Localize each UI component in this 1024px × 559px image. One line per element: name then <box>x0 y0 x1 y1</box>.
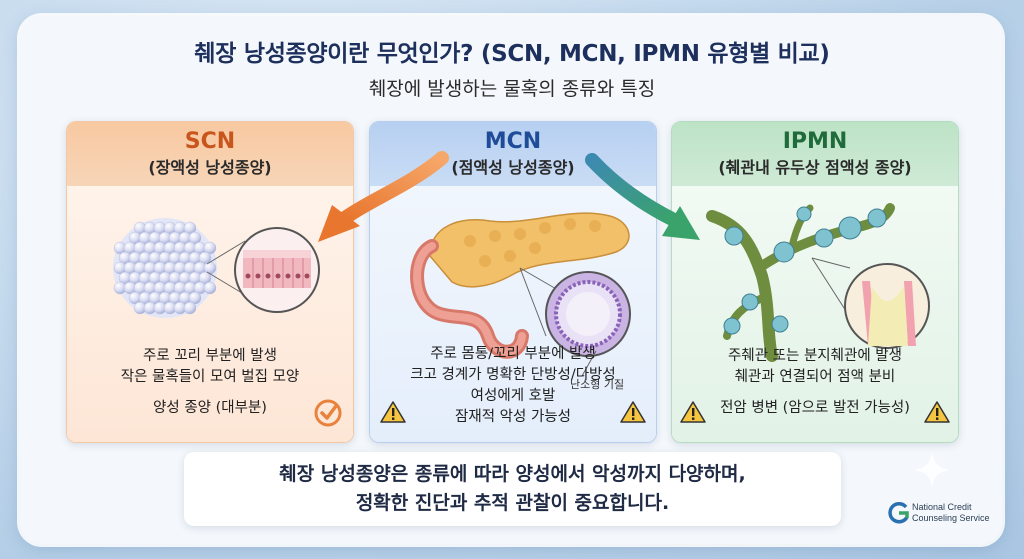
pancreas-illustration <box>410 212 631 377</box>
sparkle-icon <box>914 452 950 488</box>
card-mcn-subtitle: (점액성 낭성종양) <box>451 158 575 177</box>
cyst-bubble <box>183 221 197 235</box>
cyst-bubble <box>188 231 202 245</box>
duct-illustration <box>706 203 930 362</box>
card-mcn-line-2: 크고 경계가 명확한 단방성/다방성 <box>410 367 616 383</box>
card-ipmn-subtitle: (췌관내 유두상 점액성 종양) <box>718 158 912 177</box>
ncs-logo-icon <box>888 502 909 524</box>
warning-icon <box>680 401 706 423</box>
card-mcn-title: MCN <box>484 129 542 154</box>
card-ipmn-line-1: 주췌관 또는 분지췌관에 발생 <box>728 348 902 364</box>
summary-box: 췌장 낭성종양은 종류에 따라 양성에서 악성까지 다양하며, 정확한 진단과 … <box>184 452 841 526</box>
cyst-bubble <box>203 241 217 255</box>
logo-line-1: National Credit <box>912 502 972 512</box>
card-mcn-line-3: 여성에게 호발 <box>470 388 556 404</box>
cyst-bubble <box>183 301 197 315</box>
card-ipmn-line-2: 췌관과 연결되어 점액 분비 <box>734 369 896 385</box>
page-subtitle: 췌장에 발생하는 물혹의 종류와 특징 <box>368 78 656 100</box>
warning-icon <box>620 401 646 423</box>
summary-line-2: 정확한 진단과 추적 관찰이 중요합니다. <box>355 492 670 514</box>
card-scn-line-1: 주로 꼬리 부분에 발생 <box>143 348 277 364</box>
card-ipmn: IPMN (췌관내 유두상 점액성 종양) 주췌관 또는 분지췌관에 발생 췌관… <box>671 121 959 443</box>
card-scn-header: SCN (장액성 낭성종양) <box>67 122 353 186</box>
warning-icon <box>924 401 950 423</box>
page-title: 췌장 낭성종양이란 무엇인가? (SCN, MCN, IPMN 유형별 비교) <box>194 41 830 67</box>
card-ipmn-title: IPMN <box>782 129 848 154</box>
summary-line-1: 췌장 낭성종양은 종류에 따라 양성에서 악성까지 다양하며, <box>279 463 746 485</box>
callout-label: 난소형 기질 <box>570 378 625 391</box>
card-ipmn-header: IPMN (췌관내 유두상 점액성 종양) <box>672 122 958 186</box>
card-mcn-body: 난소형 기질 주로 몸통/꼬리 부분에 발생 크고 경계가 명확한 단방성/다방… <box>370 186 656 442</box>
card-ipmn-note: 전암 병변 (암으로 발전 가능성) <box>720 400 910 416</box>
cyst-bubble <box>188 291 202 305</box>
card-scn-title: SCN <box>184 129 236 154</box>
cyst-bubble <box>198 271 212 285</box>
honeycomb-cyst-illustration <box>113 218 320 318</box>
check-circle-icon <box>314 399 342 427</box>
cyst-bubble <box>198 251 212 265</box>
card-scn: SCN (장액성 낭성종양) <box>66 121 354 443</box>
warning-icon <box>380 401 406 423</box>
card-mcn: MCN (점액성 낭성종양) 난소형 기질 주로 몸통/꼬리 부분에 발생 크고… <box>369 121 657 443</box>
card-ipmn-body: 주췌관 또는 분지췌관에 발생 췌관과 연결되어 점액 분비 전암 병변 (암으… <box>672 186 958 442</box>
card-mcn-line-1: 주로 몸통/꼬리 부분에 발생 <box>430 346 596 362</box>
card-scn-body: 주로 꼬리 부분에 발생 작은 물혹들이 모여 벌집 모양 양성 종양 (대부분… <box>67 186 353 442</box>
card-scn-line-2: 작은 물혹들이 모여 벌집 모양 <box>120 369 300 385</box>
card-scn-subtitle: (장액성 낭성종양) <box>148 158 272 177</box>
ncs-logo: National Credit Counseling Service <box>888 500 998 532</box>
logo-line-2: Counseling Service <box>912 513 990 523</box>
cyst-bubble <box>203 281 217 295</box>
card-mcn-line-4: 잠재적 악성 가능성 <box>455 409 571 425</box>
card-scn-note: 양성 종양 (대부분) <box>153 400 267 416</box>
card-mcn-header: MCN (점액성 낭성종양) <box>370 122 656 186</box>
